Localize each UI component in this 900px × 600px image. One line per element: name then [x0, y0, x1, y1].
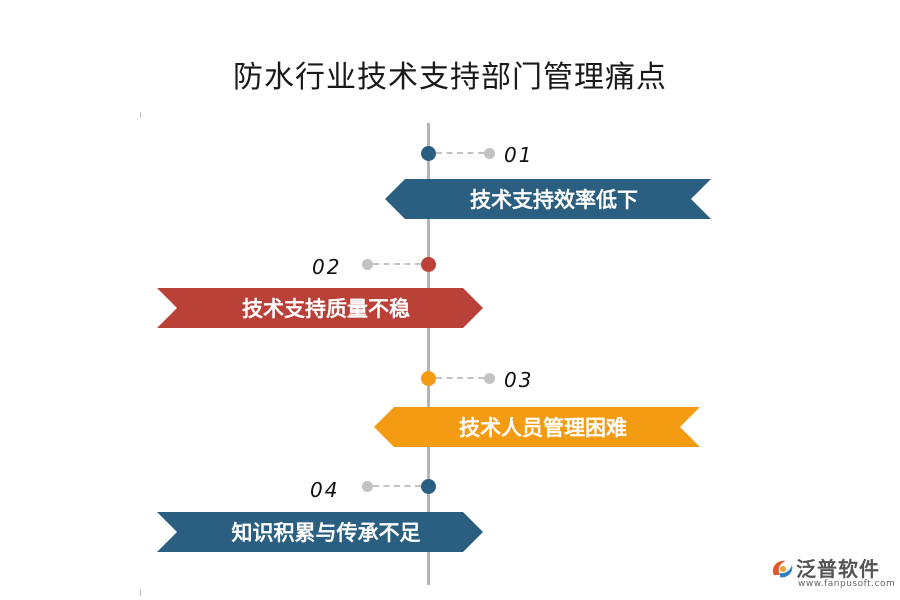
- banner-04: 知识积累与传承不足: [157, 512, 483, 552]
- step-number-02: 02: [312, 255, 342, 279]
- left-tick-top: [140, 112, 141, 118]
- banner-01: 技术支持效率低下: [385, 179, 711, 219]
- connector-end-dot-03: [484, 373, 495, 384]
- connector-dash-03: [436, 377, 484, 379]
- banner-label-02: 技术支持质量不稳: [242, 296, 410, 321]
- banner-label-01: 技术支持效率低下: [470, 187, 638, 212]
- step-number-04: 04: [310, 478, 340, 502]
- fanpu-logo-icon: [772, 560, 793, 578]
- connector-end-dot-04: [362, 481, 373, 492]
- banner-label-04: 知识积累与传承不足: [231, 520, 421, 545]
- diagram-title: 防水行业技术支持部门管理痛点: [233, 60, 667, 95]
- step-number-03: 03: [504, 368, 534, 392]
- connector-dash-01: [436, 152, 484, 154]
- timeline-dot-02: [421, 257, 436, 272]
- logo-url: www.fanpusoft.com: [798, 579, 896, 589]
- banner-03: 技术人员管理困难: [374, 407, 700, 447]
- connector-dash-04: [373, 485, 421, 487]
- connector-dash-02: [373, 263, 421, 265]
- logo-name: 泛普软件: [796, 557, 880, 581]
- left-tick-bottom: [140, 590, 141, 596]
- step-number-01: 01: [504, 143, 534, 167]
- banner-02: 技术支持质量不稳: [157, 288, 483, 328]
- brand-logo: 泛普软件 www.fanpusoft.com: [768, 553, 896, 593]
- connector-end-dot-02: [362, 259, 373, 270]
- timeline-dot-03: [421, 371, 436, 386]
- timeline-axis: [427, 123, 430, 585]
- connector-end-dot-01: [484, 148, 495, 159]
- timeline-dot-01: [421, 146, 436, 161]
- banner-label-03: 技术人员管理困难: [459, 415, 627, 440]
- timeline-dot-04: [421, 479, 436, 494]
